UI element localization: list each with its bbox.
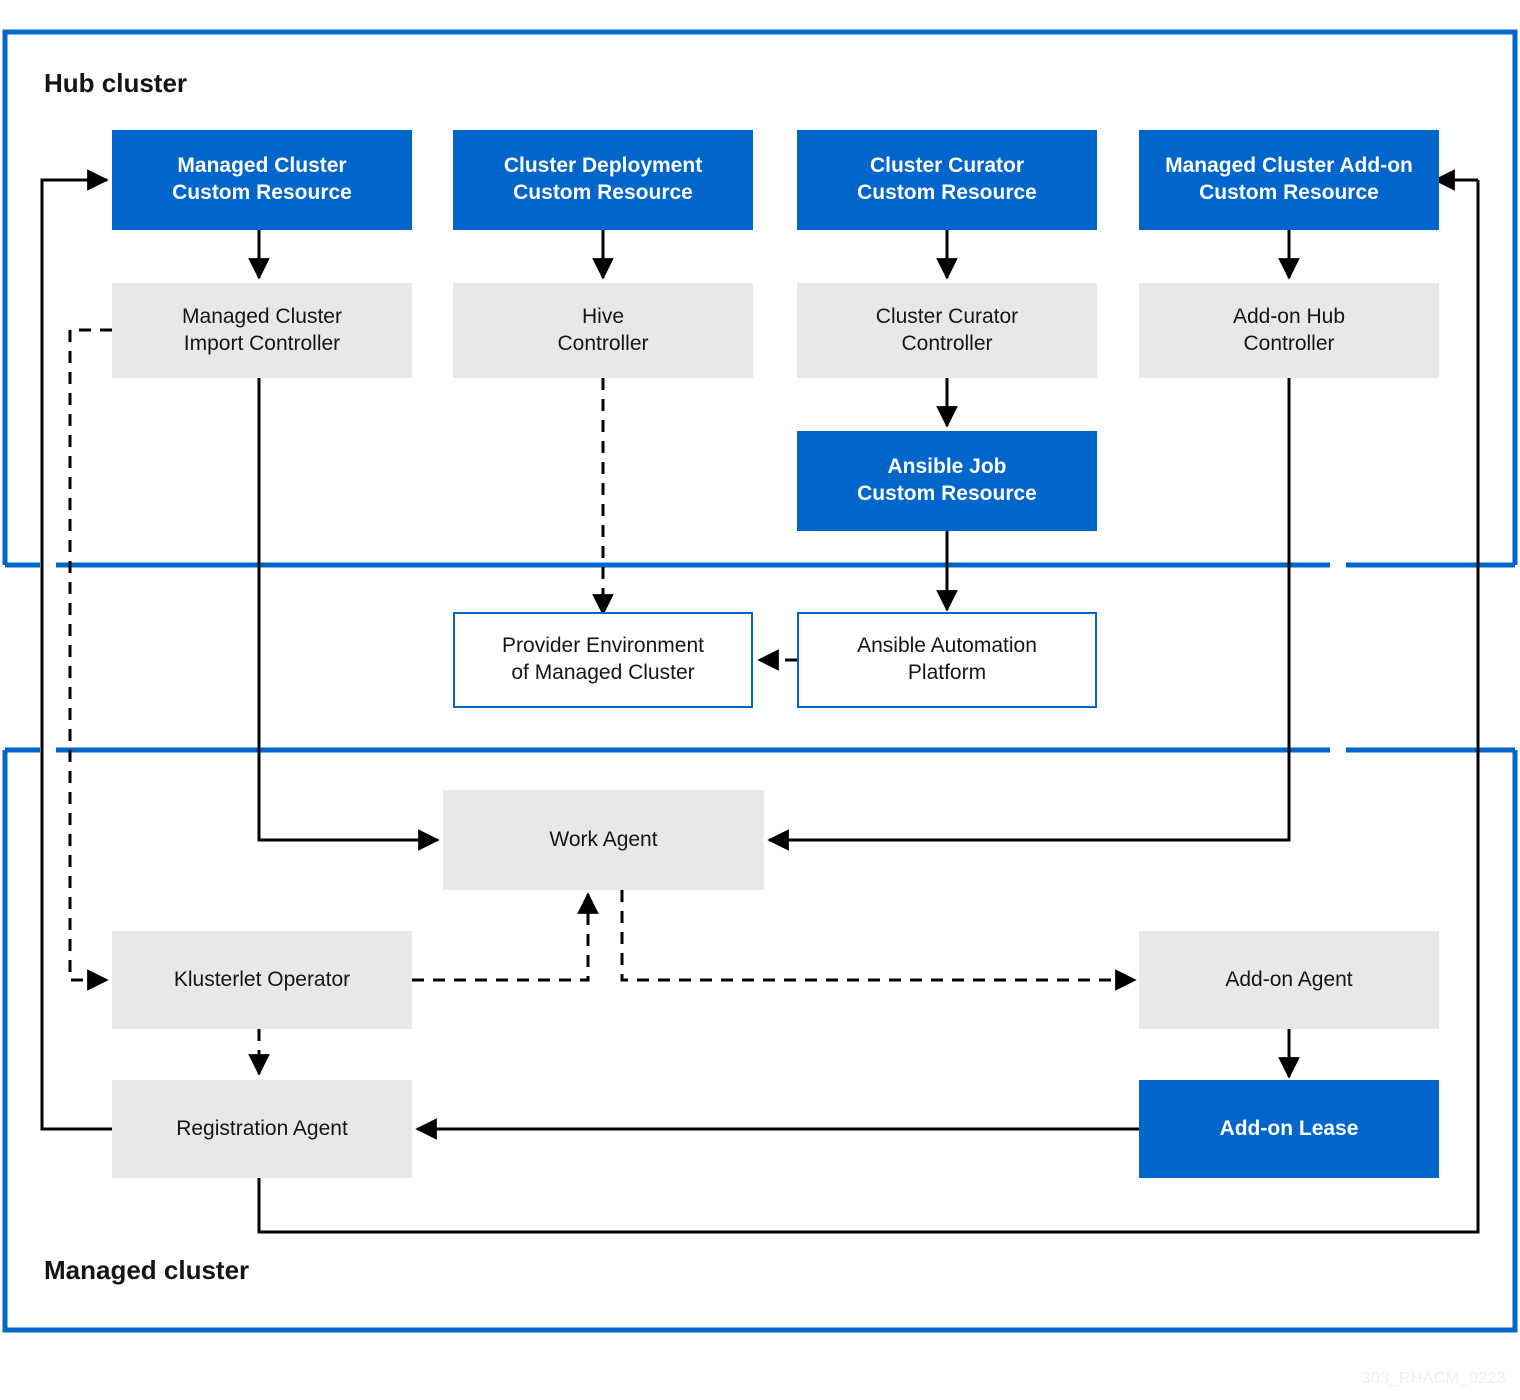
- managed-cluster-label: Managed cluster: [44, 1255, 250, 1285]
- arrow-mcic-to-workagent: [257, 378, 440, 851]
- node-cluster-curator-controller[interactable]: Cluster Curator Controller: [797, 283, 1097, 378]
- node-addon-agent[interactable]: Add-on Agent: [1139, 931, 1439, 1029]
- watermark-id: 303_RHACM_0223: [1361, 1370, 1506, 1387]
- node-registration-agent[interactable]: Registration Agent: [112, 1080, 412, 1178]
- arrow-mcic-to-klusterlet: [68, 328, 112, 991]
- node-addon-hub-controller[interactable]: Add-on Hub Controller: [1139, 283, 1439, 378]
- node-ansible-job-custom-resource[interactable]: Ansible Job Custom Resource: [797, 431, 1097, 531]
- node-addon-lease[interactable]: Add-on Lease: [1139, 1080, 1439, 1178]
- node-managed-cluster-import-controller[interactable]: Managed Cluster Import Controller: [112, 283, 412, 378]
- node-hive-controller[interactable]: Hive Controller: [453, 283, 753, 378]
- node-cluster-curator-custom-resource[interactable]: Cluster Curator Custom Resource: [797, 130, 1097, 230]
- arrow-registration-to-mccr: [40, 169, 112, 1131]
- node-managed-cluster-addon-custom-resource[interactable]: Managed Cluster Add-on Custom Resource: [1139, 130, 1439, 230]
- node-ansible-automation-platform[interactable]: Ansible Automation Platform: [797, 612, 1097, 708]
- hub-cluster-label: Hub cluster: [44, 68, 188, 98]
- node-provider-environment-of-managed-cluster[interactable]: Provider Environment of Managed Cluster: [453, 612, 753, 708]
- node-managed-cluster-custom-resource[interactable]: Managed Cluster Custom Resource: [112, 130, 412, 230]
- node-work-agent[interactable]: Work Agent: [443, 790, 764, 890]
- arrow-klusterlet-to-workagent: [412, 892, 599, 982]
- node-cluster-deployment-custom-resource[interactable]: Cluster Deployment Custom Resource: [453, 130, 753, 230]
- arrow-workagent-to-addonagent: [620, 890, 1137, 991]
- node-klusterlet-operator[interactable]: Klusterlet Operator: [112, 931, 412, 1029]
